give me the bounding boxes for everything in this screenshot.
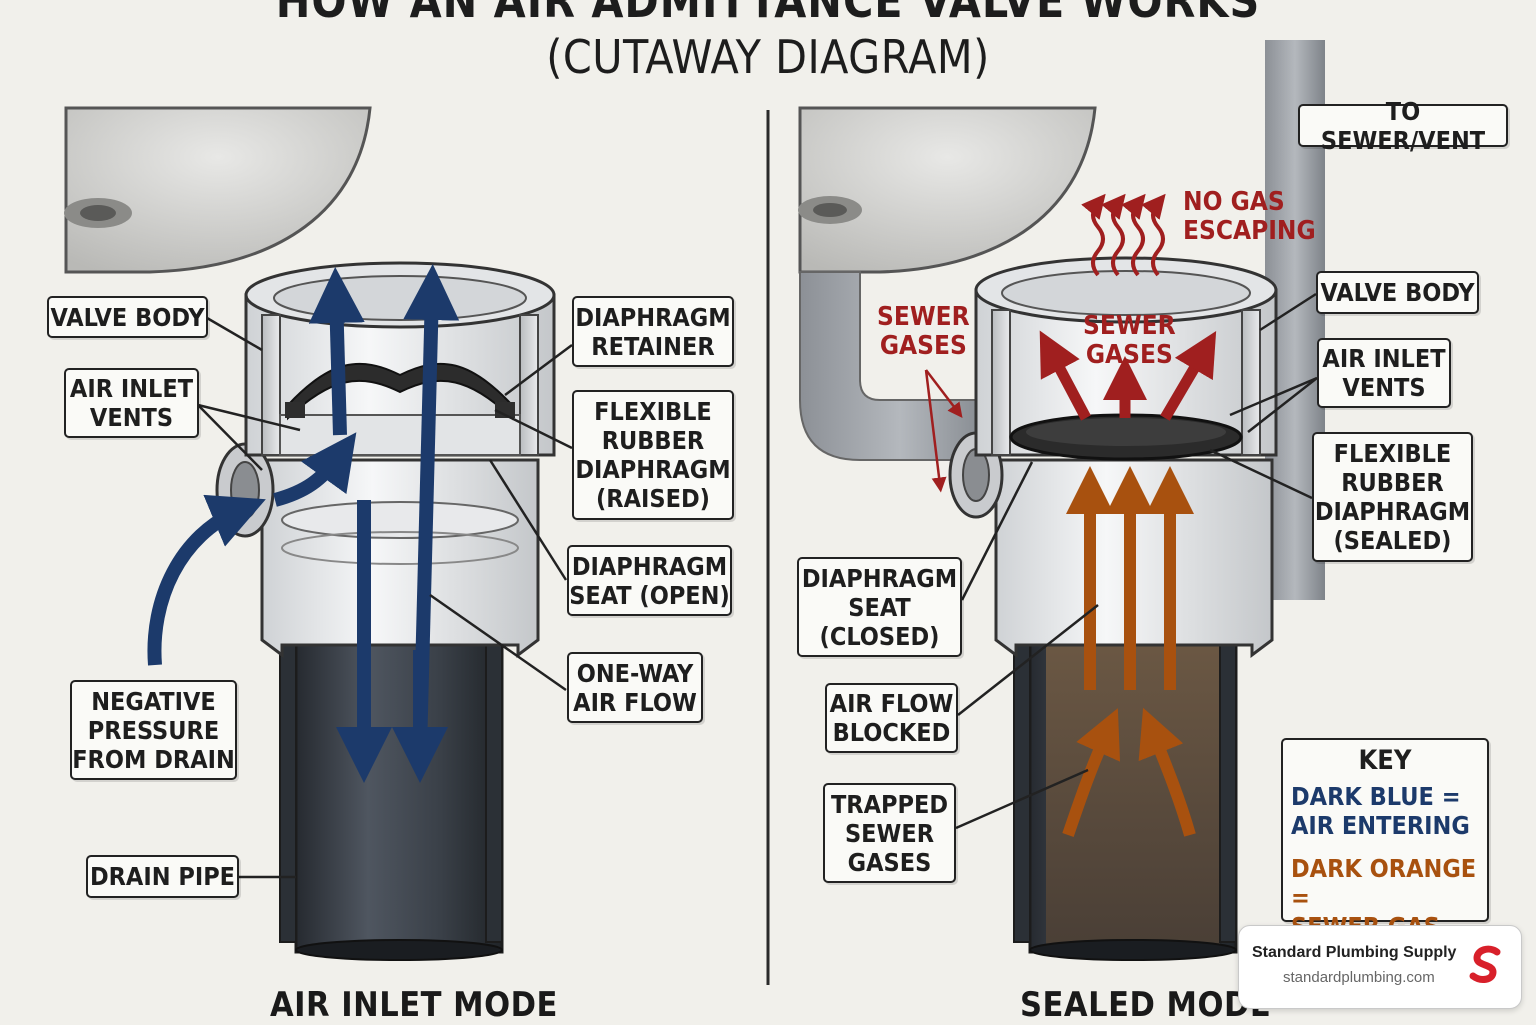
label-drain-pipe: DRAIN PIPE bbox=[86, 855, 239, 898]
label-no-gas-escaping: NO GAS ESCAPING bbox=[1183, 187, 1316, 246]
label-diaphragm-retainer: DIAPHRAGM RETAINER bbox=[572, 296, 734, 367]
right-leader-lines bbox=[955, 292, 1318, 830]
label-valve-body-left: VALVE BODY bbox=[47, 296, 208, 338]
key-blue-entry: DARK BLUE = AIR ENTERING bbox=[1291, 782, 1470, 840]
label-one-way-air-flow: ONE-WAY AIR FLOW bbox=[567, 652, 703, 723]
mode-sealed: SEALED MODE bbox=[1020, 985, 1272, 1025]
label-sewer-gases-inner: SEWER GASES bbox=[1083, 311, 1176, 370]
key-title: KEY bbox=[1358, 745, 1412, 776]
label-to-sewer-vent: TO SEWER/VENT bbox=[1298, 97, 1508, 155]
title-line-1: HOW AN AIR ADMITTANCE VALVE WORKS bbox=[275, 0, 1261, 28]
brand-badge[interactable]: Standard Plumbing Supply standardplumbin… bbox=[1238, 925, 1522, 1009]
brand-url: standardplumbing.com bbox=[1283, 969, 1435, 986]
label-air-flow-blocked: AIR FLOW BLOCKED bbox=[825, 683, 958, 753]
label-flexible-diaphragm-raised: FLEXIBLE RUBBER DIAPHRAGM (RAISED) bbox=[572, 390, 734, 520]
label-diaphragm-seat-open: DIAPHRAGM SEAT (OPEN) bbox=[567, 545, 732, 616]
label-negative-pressure: NEGATIVE PRESSURE FROM DRAIN bbox=[70, 680, 237, 780]
brand-name: Standard Plumbing Supply bbox=[1252, 944, 1457, 961]
title-line-2: (CUTAWAY DIAGRAM) bbox=[546, 30, 990, 84]
right-valve bbox=[924, 193, 1278, 961]
left-sink bbox=[64, 106, 372, 274]
label-trapped-sewer-gases: TRAPPED SEWER GASES bbox=[823, 783, 956, 883]
label-flexible-diaphragm-sealed: FLEXIBLE RUBBER DIAPHRAGM (SEALED) bbox=[1312, 432, 1473, 562]
label-valve-body-right: VALVE BODY bbox=[1316, 271, 1479, 314]
right-sink bbox=[798, 106, 1097, 274]
mode-air-inlet: AIR INLET MODE bbox=[270, 985, 558, 1025]
label-air-inlet-vents-left: AIR INLET VENTS bbox=[64, 368, 199, 438]
label-diaphragm-seat-closed: DIAPHRAGM SEAT (CLOSED) bbox=[797, 557, 962, 657]
left-leader-lines bbox=[197, 316, 573, 879]
label-sewer-gases-outer: SEWER GASES bbox=[877, 302, 970, 361]
key-legend: KEY DARK BLUE = AIR ENTERING DARK ORANGE… bbox=[1281, 738, 1489, 941]
brand-logo-icon bbox=[1469, 945, 1501, 983]
left-valve bbox=[147, 261, 556, 961]
label-air-inlet-vents-right: AIR INLET VENTS bbox=[1317, 338, 1451, 408]
